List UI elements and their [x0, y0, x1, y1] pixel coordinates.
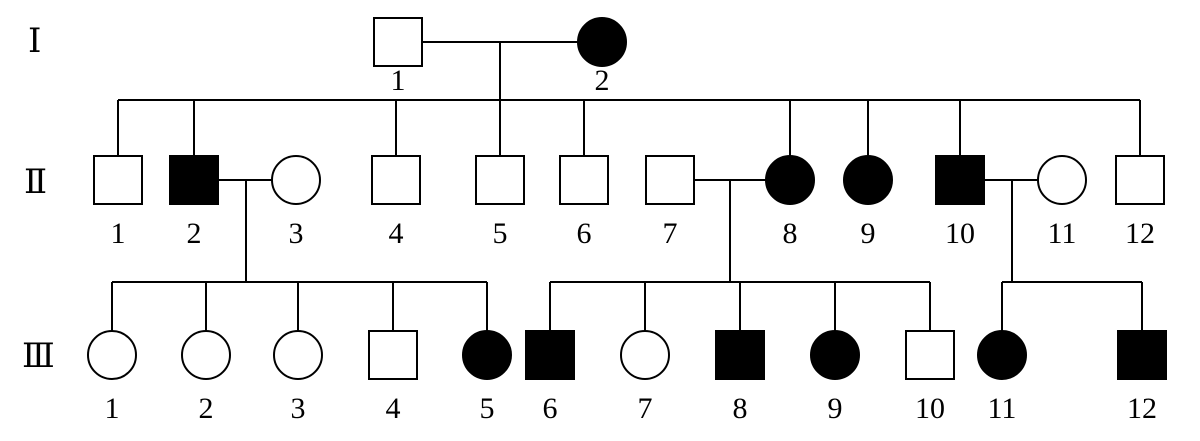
individual-number-III-7: 7: [638, 392, 653, 425]
individual-number-III-12: 12: [1127, 392, 1157, 425]
female-symbol-II-9: [843, 155, 893, 205]
individual-number-II-11: 11: [1048, 217, 1077, 250]
individual-number-III-3: 3: [291, 392, 306, 425]
individual-number-II-8: 8: [783, 217, 798, 250]
male-symbol-II-10: [935, 155, 985, 205]
individual-number-II-6: 6: [577, 217, 592, 250]
male-symbol-III-10: [905, 330, 955, 380]
generation-label-I: Ⅰ: [28, 21, 41, 61]
female-symbol-II-8: [765, 155, 815, 205]
male-symbol-II-7: [645, 155, 695, 205]
male-symbol-II-6: [559, 155, 609, 205]
female-symbol-II-11: [1037, 155, 1087, 205]
individual-number-III-4: 4: [386, 392, 401, 425]
female-symbol-III-1: [87, 330, 137, 380]
individual-number-I-1: 1: [391, 64, 406, 97]
individual-number-III-11: 11: [988, 392, 1017, 425]
individual-number-II-9: 9: [861, 217, 876, 250]
individual-number-III-1: 1: [105, 392, 120, 425]
female-symbol-III-5: [462, 330, 512, 380]
male-symbol-II-5: [475, 155, 525, 205]
generation-label-III: Ⅲ: [22, 336, 55, 376]
individual-number-II-1: 1: [111, 217, 126, 250]
individual-number-II-10: 10: [945, 217, 975, 250]
individual-number-III-10: 10: [915, 392, 945, 425]
generation-label-II: Ⅱ: [24, 162, 47, 202]
individual-number-II-4: 4: [389, 217, 404, 250]
individual-number-I-2: 2: [595, 64, 610, 97]
female-symbol-III-11: [977, 330, 1027, 380]
individual-number-III-5: 5: [480, 392, 495, 425]
individual-number-II-12: 12: [1125, 217, 1155, 250]
individual-number-II-7: 7: [663, 217, 678, 250]
male-symbol-III-6: [525, 330, 575, 380]
individual-number-II-5: 5: [493, 217, 508, 250]
pedigree-lines: [111, 41, 1143, 331]
male-symbol-II-2: [169, 155, 219, 205]
male-symbol-I-1: [373, 17, 423, 67]
male-symbol-III-8: [715, 330, 765, 380]
female-symbol-III-3: [273, 330, 323, 380]
female-symbol-III-7: [620, 330, 670, 380]
individual-number-III-2: 2: [199, 392, 214, 425]
female-symbol-I-2: [577, 17, 627, 67]
individual-number-III-8: 8: [733, 392, 748, 425]
individual-number-II-2: 2: [187, 217, 202, 250]
male-symbol-II-4: [371, 155, 421, 205]
individual-number-III-6: 6: [543, 392, 558, 425]
individual-number-III-9: 9: [828, 392, 843, 425]
individual-number-II-3: 3: [289, 217, 304, 250]
female-symbol-II-3: [271, 155, 321, 205]
male-symbol-III-12: [1117, 330, 1167, 380]
female-symbol-III-2: [181, 330, 231, 380]
female-symbol-III-9: [810, 330, 860, 380]
male-symbol-III-4: [368, 330, 418, 380]
male-symbol-II-1: [93, 155, 143, 205]
male-symbol-II-12: [1115, 155, 1165, 205]
